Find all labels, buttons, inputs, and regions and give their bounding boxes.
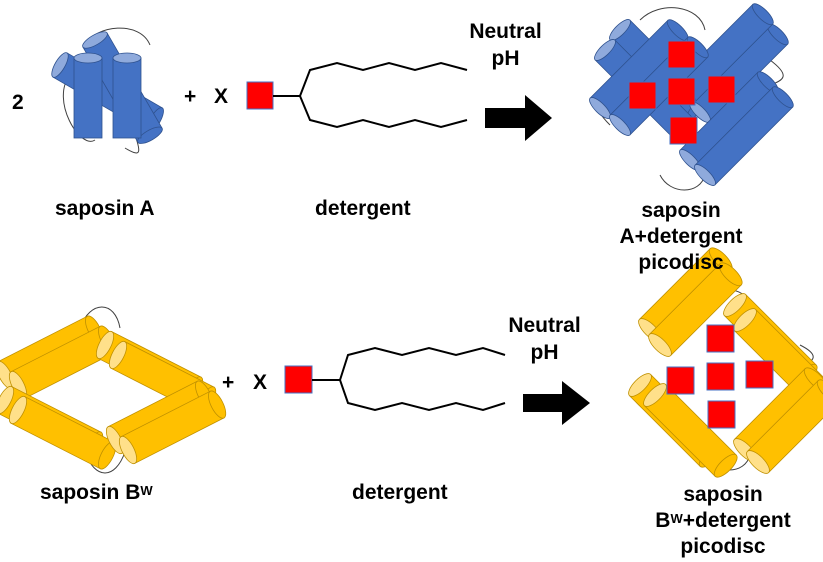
product-suffix: +detergent	[634, 225, 743, 248]
product-label: saposin A+detergent picodisc	[606, 198, 756, 276]
plus-sign: +	[184, 85, 197, 108]
protein-superscript: W	[140, 483, 153, 498]
product-line-3: picodisc	[680, 535, 766, 558]
protein-name: saposin B	[40, 481, 141, 504]
condition-line-1: Neutral	[469, 20, 542, 43]
product-prefix: B	[655, 509, 671, 532]
product-line-1: saposin	[683, 483, 763, 506]
protein-name: saposin A	[55, 197, 155, 220]
detergent-label: detergent	[352, 481, 448, 504]
product-line-1: saposin	[641, 199, 721, 222]
saposin-a-monomer	[48, 27, 167, 154]
protein-label: saposin A	[55, 196, 155, 221]
condition-label: Neutral pH	[468, 18, 543, 72]
reaction-arrow-1	[485, 95, 552, 141]
product-line-2: A+detergent	[606, 224, 756, 250]
saposin-b-picodisc	[624, 244, 823, 481]
condition-label: Neutral pH	[507, 312, 582, 366]
condition-line-2: pH	[530, 341, 559, 364]
product-line-3: picodisc	[638, 251, 724, 274]
multiplier-label: X	[253, 371, 268, 394]
detergent-molecule-1	[246, 61, 468, 129]
helix-front-left	[73, 52, 103, 139]
product-suffix: +detergent	[682, 509, 791, 532]
product-prefix: A	[619, 225, 635, 248]
coefficient-label: 2	[12, 91, 24, 114]
detergent-label: detergent	[315, 197, 411, 220]
reaction-arrow-2	[523, 381, 590, 425]
product-line-2: BW+detergent	[648, 508, 798, 534]
helix-front-right	[112, 52, 142, 139]
multiplier-label: X	[214, 85, 229, 108]
condition-line-1: Neutral	[508, 314, 581, 337]
condition-line-2: pH	[491, 47, 520, 70]
product-superscript: W	[670, 511, 683, 526]
plus-sign: +	[222, 371, 235, 394]
detergent-molecule-2	[284, 346, 506, 412]
saposin-a-picodisc	[586, 0, 797, 191]
saposin-b-dimer	[0, 306, 230, 474]
protein-label: saposin BW	[40, 480, 153, 505]
product-label: saposin BW+detergent picodisc	[648, 482, 798, 560]
